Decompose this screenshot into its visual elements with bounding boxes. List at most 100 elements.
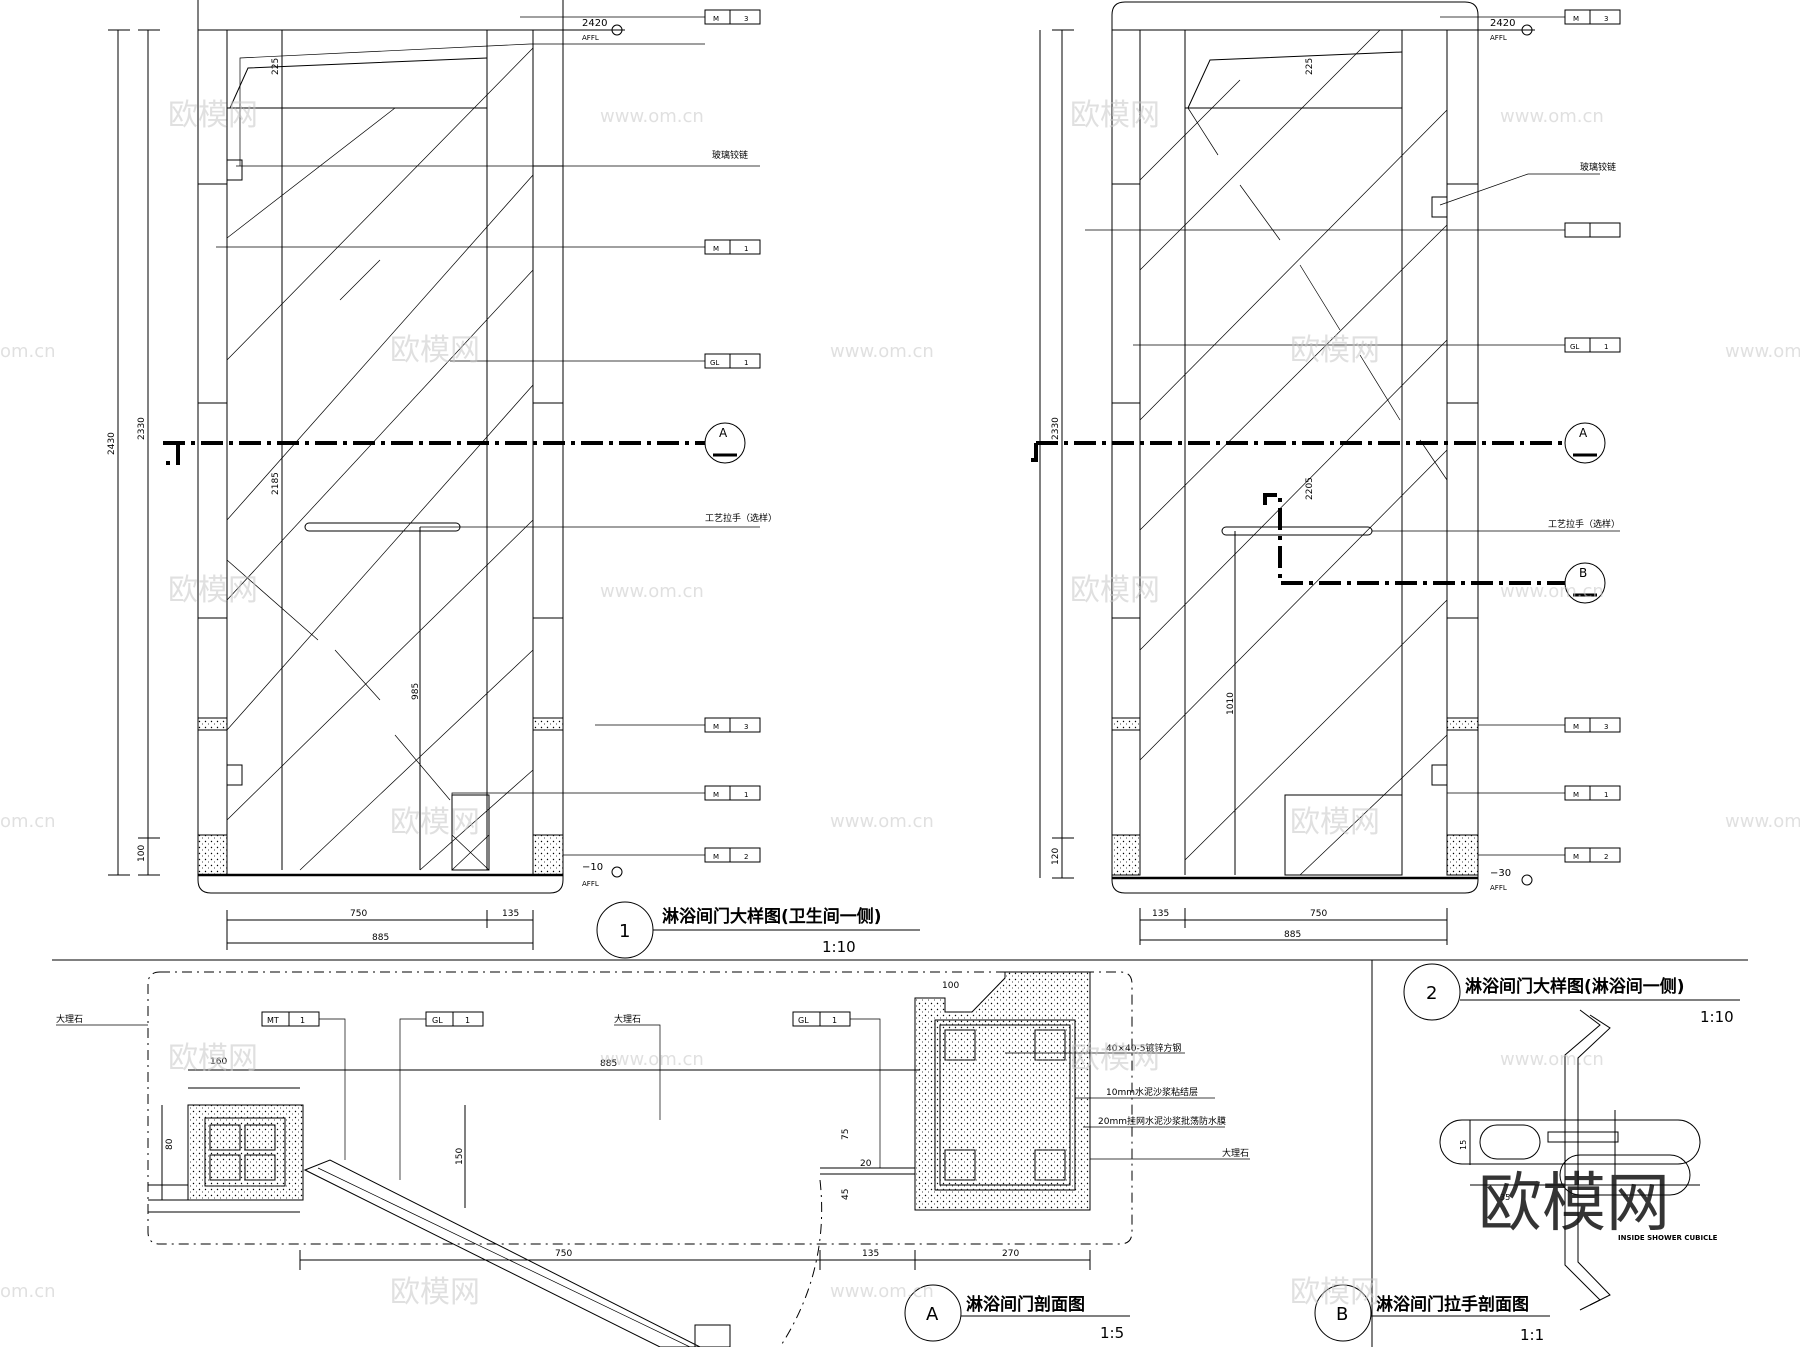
svg-text:M: M — [713, 853, 719, 861]
svg-text:1: 1 — [619, 921, 630, 942]
elev2-dim-885: 885 — [1284, 930, 1301, 940]
elev1-hinge-top — [226, 159, 243, 181]
svg-text:A: A — [1579, 426, 1588, 440]
elev2-handle — [1221, 526, 1373, 536]
section-b-dim-15: 15 — [1459, 1140, 1468, 1150]
watermark-logo: 欧模网 — [168, 1041, 258, 1076]
elev2-dim-120: 120 — [1051, 848, 1061, 865]
elev1-dim-100: 100 — [137, 845, 147, 862]
elev1-tag-4 — [704, 717, 761, 733]
elev1-hinge-bottom — [226, 764, 243, 786]
section-a-dim-100: 100 — [942, 981, 959, 991]
section-a-dim-885: 885 — [600, 1059, 617, 1069]
svg-text:3: 3 — [744, 15, 748, 23]
watermark-url: www.om.cn — [830, 341, 934, 362]
watermark-url: www.om.cn — [600, 1049, 704, 1070]
svg-text:M: M — [1573, 853, 1579, 861]
section-a-dim-160: 160 — [210, 1057, 227, 1067]
watermark-logo: 欧模网 — [1070, 573, 1160, 608]
elev1-dim-985: 985 — [411, 683, 421, 700]
watermark-url: om.cn — [0, 1281, 56, 1302]
elev1-hinge-label: 玻璃铰链 — [712, 149, 748, 161]
watermark-logo: 欧模网 — [390, 805, 480, 840]
svg-text:M: M — [713, 791, 719, 799]
elev1-dim-885: 885 — [372, 933, 389, 943]
section-b-bubble — [1314, 1284, 1372, 1342]
svg-text:A: A — [719, 426, 728, 440]
section-b-handle-bar — [1439, 1119, 1701, 1165]
watermark-big-logo: 欧模网 — [1478, 1167, 1670, 1241]
section-a-scale: 1:5 — [1100, 1324, 1124, 1342]
elev2-dim-750: 750 — [1310, 909, 1327, 919]
elev1-tag-2 — [704, 239, 761, 255]
elev2-dim-2330: 2330 — [1051, 417, 1061, 440]
elev1-level-top-unit: AFFL — [582, 34, 599, 42]
elev2-title: 淋浴间门大样图(淋浴间一侧) — [1465, 976, 1685, 997]
svg-text:M: M — [1573, 15, 1579, 23]
elevation-1: 2430 2330 100 225 2185 985 750 135 885 2… — [107, 0, 920, 959]
watermark-url: www.om.cn — [1500, 1049, 1604, 1070]
svg-text:1: 1 — [1604, 791, 1608, 799]
svg-text:M: M — [1573, 723, 1579, 731]
section-a-dim-45: 45 — [841, 1189, 851, 1200]
section-a-dim-750: 750 — [555, 1249, 572, 1259]
section-a-boundary — [147, 971, 1133, 1245]
watermark-url: om.cn — [0, 341, 56, 362]
watermark-url: www.om.cn — [600, 106, 704, 127]
svg-text:1: 1 — [1604, 343, 1608, 351]
section-a-mortar-label: 10mm水泥沙浆粘结层 — [1106, 1086, 1198, 1098]
svg-text:GL: GL — [798, 1016, 809, 1025]
watermark-logo: 欧模网 — [390, 333, 480, 368]
elev1-section-marker — [704, 422, 746, 464]
watermark-logo: 欧模网 — [390, 1275, 480, 1310]
elev1-level-bottom-unit: AFFL — [582, 880, 599, 888]
svg-text:1: 1 — [465, 1016, 470, 1025]
watermark-url: www.om.cn — [1500, 581, 1604, 602]
elev1-level-top: 2420 — [582, 18, 607, 29]
elev2-scale: 1:10 — [1700, 1008, 1734, 1026]
svg-text:B: B — [1579, 566, 1587, 580]
elev2-tag-gl — [1564, 337, 1621, 353]
svg-text:M: M — [1573, 791, 1579, 799]
watermark-logo: 欧模网 — [1290, 1275, 1380, 1310]
elev2-dim-1010: 1010 — [1226, 692, 1236, 715]
elev1-dim-2185: 2185 — [271, 472, 281, 495]
section-a-marble-mid: 大理石 — [614, 1013, 641, 1025]
elev1-tag-1 — [704, 9, 761, 25]
watermark-url: www.om.cn — [830, 811, 934, 832]
svg-text:2: 2 — [1426, 983, 1437, 1004]
watermark-logo: 欧模网 — [1070, 98, 1160, 133]
elev1-glass-hatch — [226, 47, 534, 871]
watermark-url: www.om.cn — [600, 581, 704, 602]
svg-text:M: M — [713, 245, 719, 253]
elev1-handle-label: 工艺拉手（选样） — [705, 512, 777, 524]
svg-text:3: 3 — [1604, 723, 1608, 731]
watermark-url: www.om.cn — [830, 1281, 934, 1302]
section-a: 大理石 MT 1 GL 1 大理石 GL 1 40×40-5镀锌方钢 10mm水… — [56, 971, 1250, 1348]
elev2-level-top-unit: AFFL — [1490, 34, 1507, 42]
elev2-level-bottom: −30 — [1490, 868, 1511, 879]
section-a-mesh-label: 20mm挂网水泥沙浆批荡防水膜 — [1098, 1115, 1226, 1127]
watermark-url: www.om.cn — [1725, 341, 1800, 362]
svg-text:1: 1 — [300, 1016, 305, 1025]
section-a-dim-20: 20 — [860, 1159, 872, 1169]
watermark-url: om.cn — [0, 811, 56, 832]
elev1-dim-225: 225 — [271, 58, 281, 75]
watermark-logo: 欧模网 — [1290, 333, 1380, 368]
svg-text:1: 1 — [744, 245, 748, 253]
elev1-tag-6 — [704, 847, 761, 863]
elev2-handle-label: 工艺拉手（选样） — [1548, 518, 1620, 530]
elev1-level-bottom: −10 — [582, 862, 603, 873]
svg-text:3: 3 — [1604, 15, 1608, 23]
elev2-dim-135: 135 — [1152, 909, 1169, 919]
elev2-dim-2205: 2205 — [1305, 477, 1315, 500]
svg-text:GL: GL — [432, 1016, 443, 1025]
section-a-title: 淋浴间门剖面图 — [966, 1294, 1085, 1315]
svg-text:M: M — [713, 15, 719, 23]
section-a-marble-right: 大理石 — [1222, 1147, 1249, 1159]
watermarks: 欧模网 www.om.cn 欧模网 www.om.cn om.cn 欧模网 ww… — [0, 98, 1800, 1310]
elev2-number-bubble — [1403, 963, 1461, 1021]
section-a-bubble — [904, 1284, 962, 1342]
